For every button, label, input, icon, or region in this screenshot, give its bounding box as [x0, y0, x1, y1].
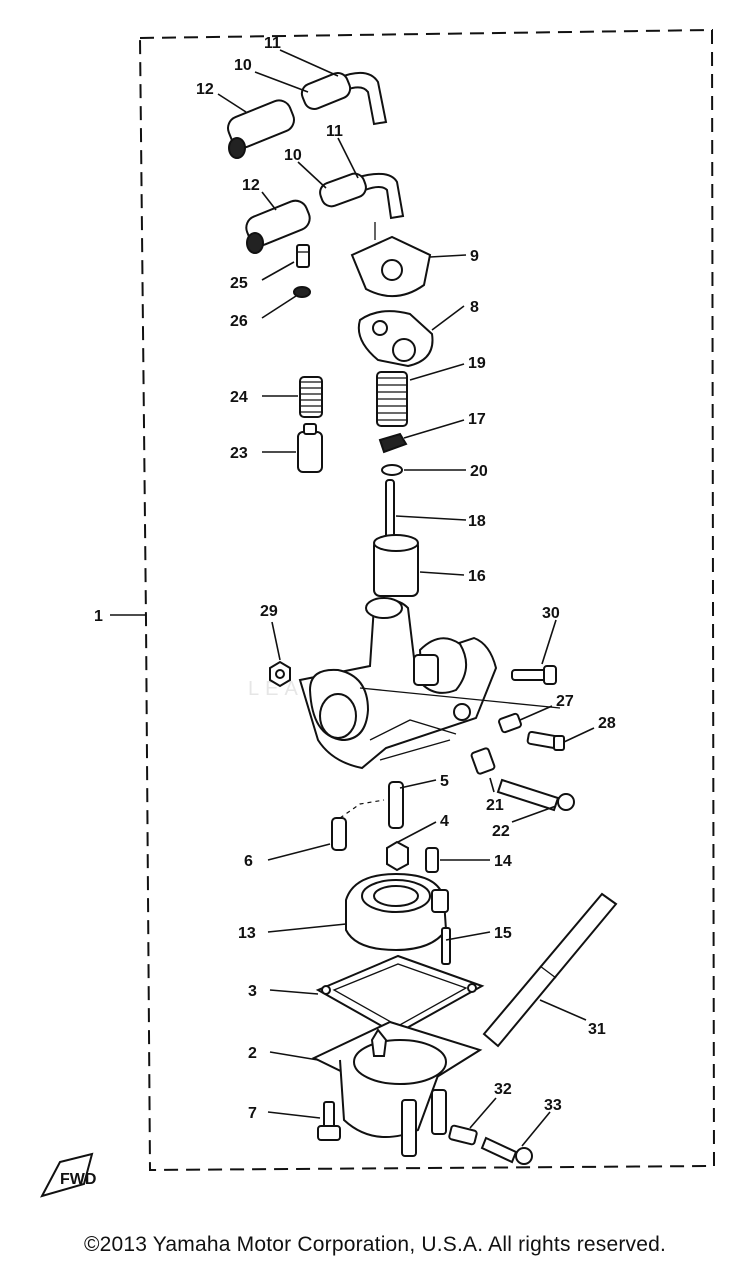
callout-14: 14 — [494, 853, 512, 870]
callout-15: 15 — [494, 925, 512, 942]
callout-33: 33 — [544, 1097, 562, 1114]
callout-16: 16 — [468, 568, 486, 585]
callout-2: 2 — [248, 1045, 257, 1062]
fwd-label: FWD — [60, 1171, 96, 1188]
screw-30 — [511, 665, 557, 685]
callout-18: 18 — [468, 513, 486, 530]
callout-10-upper: 10 — [234, 57, 252, 74]
callout-22: 22 — [492, 823, 510, 840]
washer-20 — [381, 464, 403, 476]
callout-17: 17 — [468, 411, 486, 428]
plunger-23 — [297, 423, 323, 473]
callout-28: 28 — [598, 715, 616, 732]
callout-24: 24 — [230, 389, 248, 406]
callout-29: 29 — [260, 603, 278, 620]
callout-3: 3 — [248, 983, 257, 1000]
callout-31: 31 — [588, 1021, 606, 1038]
hose-upper-group — [227, 71, 388, 159]
callout-27: 27 — [556, 693, 574, 710]
fwd-arrow-icon: FWD — [40, 1152, 96, 1198]
callout-13: 13 — [238, 925, 256, 942]
leader-lines — [110, 49, 595, 1147]
screw-33 — [480, 1136, 533, 1165]
callout-10-lower: 10 — [284, 147, 302, 164]
spring-24 — [299, 376, 323, 418]
float-bowl — [311, 1020, 483, 1157]
callout-11-upper: 11 — [264, 35, 281, 52]
pin-15 — [441, 927, 451, 965]
callout-1: 1 — [94, 608, 103, 625]
nut-29 — [269, 660, 291, 688]
callout-9: 9 — [470, 248, 479, 265]
callout-19: 19 — [468, 355, 486, 372]
screw-28 — [526, 730, 565, 751]
callout-5: 5 — [440, 773, 449, 790]
float-13 — [345, 872, 449, 952]
callout-12-upper: 12 — [196, 81, 214, 98]
callout-20: 20 — [470, 463, 488, 480]
throttle-valve-16 — [373, 534, 419, 597]
jet-6 — [331, 817, 347, 851]
drain-tube-31 — [482, 892, 618, 1048]
callout-25: 25 — [230, 275, 248, 292]
copyright-notice: ©2013 Yamaha Motor Corporation, U.S.A. A… — [83, 1233, 667, 1256]
spring-32 — [448, 1124, 478, 1146]
jet-14 — [425, 847, 439, 873]
screw-22 — [496, 778, 575, 812]
hose-lower-group — [245, 172, 405, 254]
callout-32: 32 — [494, 1081, 512, 1098]
clip-17 — [378, 432, 408, 454]
jet-5 — [388, 781, 404, 829]
callout-21: 21 — [486, 797, 504, 814]
jet-4 — [386, 840, 409, 872]
spring-19 — [376, 371, 408, 427]
callout-23: 23 — [230, 445, 248, 462]
assembly-frame — [139, 28, 716, 1172]
callout-30: 30 — [542, 605, 560, 622]
top-cap — [350, 222, 432, 298]
guide-line-jet — [339, 799, 385, 819]
carburetor-body — [298, 597, 561, 770]
spring-21 — [470, 747, 496, 775]
screw-25 — [296, 244, 310, 268]
cap-gasket — [357, 310, 434, 368]
callout-numbers: 1 2 3 4 5 6 7 8 9 10 10 11 11 12 12 13 1… — [94, 35, 616, 1122]
callout-7: 7 — [248, 1105, 257, 1122]
screw-7 — [317, 1101, 341, 1141]
callout-4: 4 — [440, 813, 449, 830]
float-bowl-gasket — [315, 954, 485, 1036]
washer-26 — [293, 286, 311, 298]
callout-12-lower: 12 — [242, 177, 260, 194]
callout-11-lower: 11 — [326, 123, 343, 140]
callout-8: 8 — [470, 299, 479, 316]
callout-6: 6 — [244, 853, 253, 870]
spring-27 — [498, 712, 522, 734]
callout-26: 26 — [230, 313, 248, 330]
